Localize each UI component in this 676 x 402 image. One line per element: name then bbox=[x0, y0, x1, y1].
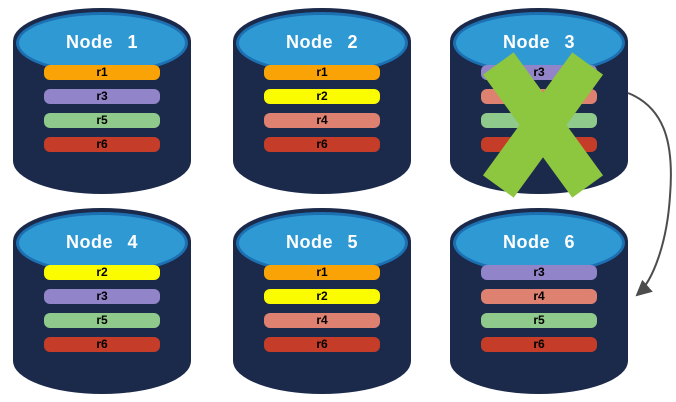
db-node-6: Node 6 r3 r4 r5 r6 bbox=[450, 208, 628, 394]
replica-list: r1 r2 r4 r6 bbox=[233, 265, 411, 352]
replica-bar: r3 bbox=[44, 89, 160, 104]
node-title: Node 2 bbox=[285, 31, 358, 52]
replica-bar: r4 bbox=[481, 289, 597, 304]
cylinder-top: Node 4 bbox=[16, 212, 188, 274]
failover-arrow-path bbox=[627, 92, 672, 297]
replica-bar: r4 bbox=[264, 313, 380, 328]
cylinder-top: Node 1 bbox=[16, 12, 188, 74]
node-title: Node 4 bbox=[65, 231, 138, 252]
replica-bar: r6 bbox=[44, 137, 160, 152]
replica-bar: r1 bbox=[44, 65, 160, 80]
replica-bar: r6 bbox=[481, 337, 597, 352]
db-node-5: Node 5 r1 r2 r4 r6 bbox=[233, 208, 411, 394]
replica-bar: r3 bbox=[44, 289, 160, 304]
replica-list: r1 r2 r4 r6 bbox=[233, 65, 411, 152]
node-title: Node 5 bbox=[285, 231, 358, 252]
db-node-3: Node 3 r3 bbox=[450, 8, 628, 198]
replica-bar: r6 bbox=[264, 137, 380, 152]
replica-list: r2 r3 r5 r6 bbox=[13, 265, 191, 352]
replica-bar: r5 bbox=[44, 113, 160, 128]
replica-bar: r1 bbox=[264, 65, 380, 80]
cylinder-top: Node 5 bbox=[236, 212, 408, 274]
db-node-2: Node 2 r1 r2 r4 r6 bbox=[233, 8, 411, 194]
cylinder-top: Node 2 bbox=[236, 12, 408, 74]
replica-bar: r2 bbox=[264, 289, 380, 304]
cylinder-top: Node 3 bbox=[453, 12, 625, 74]
db-node-1: Node 1 r1 r3 r5 r6 bbox=[13, 8, 191, 194]
replica-bar: r3 bbox=[481, 265, 597, 280]
replica-bar: r1 bbox=[264, 265, 380, 280]
replica-bar: r6 bbox=[44, 337, 160, 352]
replica-bar: r2 bbox=[44, 265, 160, 280]
node-title: Node 3 bbox=[502, 31, 575, 52]
replica-bar: r4 bbox=[264, 113, 380, 128]
replica-bar: r6 bbox=[264, 337, 380, 352]
replica-bar: r5 bbox=[481, 313, 597, 328]
db-node-4: Node 4 r2 r3 r5 r6 bbox=[13, 208, 191, 394]
replica-list: r1 r3 r5 r6 bbox=[13, 65, 191, 152]
node-title: Node 6 bbox=[502, 231, 575, 252]
node-title: Node 1 bbox=[65, 31, 138, 52]
replica-list: r3 r4 r5 r6 bbox=[450, 265, 628, 352]
replica-bar: r5 bbox=[44, 313, 160, 328]
replica-bar: r2 bbox=[264, 89, 380, 104]
